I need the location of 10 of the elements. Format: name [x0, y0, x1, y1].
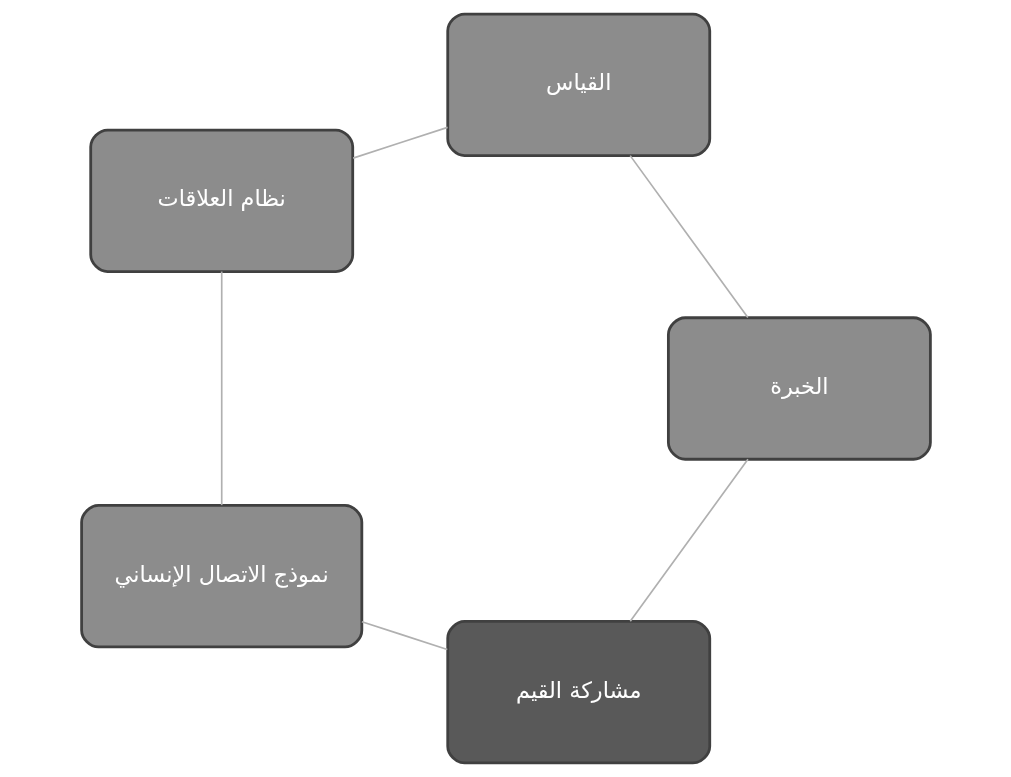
node-box: القياس — [445, 12, 711, 157]
connector — [628, 154, 749, 319]
node-box: مشاركة القيم — [445, 620, 711, 765]
node-box: الخبرة — [666, 316, 932, 461]
connector — [220, 270, 223, 506]
node-box: نظام العلاقات — [88, 128, 354, 273]
connector — [351, 126, 448, 159]
node-box: نموذج الاتصال الإنساني — [79, 504, 363, 649]
connector — [628, 458, 749, 623]
connector — [360, 620, 448, 651]
